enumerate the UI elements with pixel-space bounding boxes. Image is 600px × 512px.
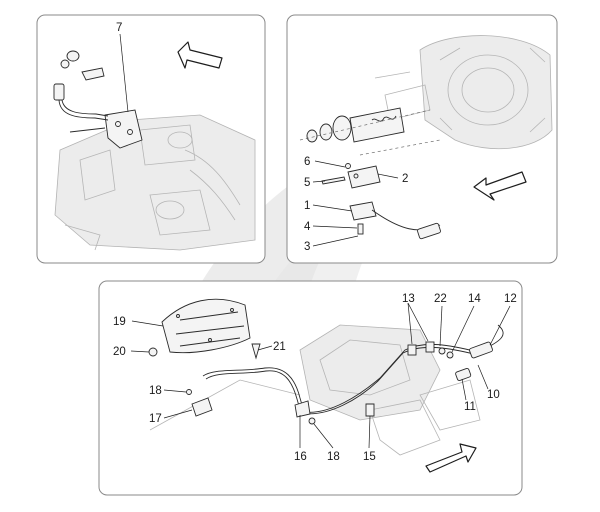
- callout-4: 4: [304, 221, 311, 233]
- panel-bottom: 19 20 21 18 17 16 18 15 13 22 14 12 10 1…: [98, 280, 523, 496]
- engine-ghost: [54, 114, 256, 251]
- callout-16: 16: [294, 451, 307, 463]
- callout-3: 3: [304, 241, 310, 253]
- clamp-part: [294, 400, 316, 425]
- pressure-sensor-part: [455, 341, 493, 381]
- callout-19: 19: [113, 316, 126, 328]
- connector-parts: [407, 341, 454, 359]
- callout-12: 12: [504, 293, 517, 305]
- callout-15: 15: [363, 451, 376, 463]
- callout-2: 2: [402, 173, 408, 185]
- transmission-ghost: [149, 324, 481, 456]
- nut-part: [148, 347, 158, 357]
- screws: [321, 163, 351, 185]
- callout-11: 11: [464, 401, 476, 413]
- arrow-icon: [425, 443, 477, 473]
- callout-20: 20: [113, 346, 126, 358]
- fitting-part: [365, 403, 375, 417]
- callout-7: 7: [116, 22, 122, 34]
- callout-21: 21: [273, 341, 286, 353]
- callout-18-center: 18: [327, 451, 340, 463]
- callout-10: 10: [487, 389, 500, 401]
- callout-18-left: 18: [149, 385, 162, 397]
- arrow-icon: [473, 171, 527, 201]
- callout-14: 14: [468, 293, 481, 305]
- callout-1: 1: [304, 200, 310, 212]
- hydraulic-hose: [202, 324, 504, 415]
- callout-17: 17: [149, 413, 162, 425]
- arrow-icon: [177, 41, 223, 69]
- bracket-part: [104, 109, 143, 149]
- sensor-cable-part: [349, 201, 441, 240]
- gearbox-housing-ghost: [374, 35, 553, 150]
- callout-5: 5: [304, 177, 310, 189]
- callout-6: 6: [304, 156, 310, 168]
- sensor-part: [347, 165, 381, 189]
- panel-top-right: 6 5 2 1 4 3: [286, 14, 558, 264]
- bracket-clip-part: [186, 389, 213, 417]
- callout-22: 22: [434, 293, 447, 305]
- wiring-harness: [53, 83, 109, 133]
- panel-top-left: 7: [36, 14, 266, 264]
- heat-shield-part: [161, 298, 251, 354]
- callout-13: 13: [402, 293, 415, 305]
- clip-part: [60, 50, 105, 81]
- actuator-exploded: [299, 107, 441, 156]
- screw-part: [251, 343, 261, 360]
